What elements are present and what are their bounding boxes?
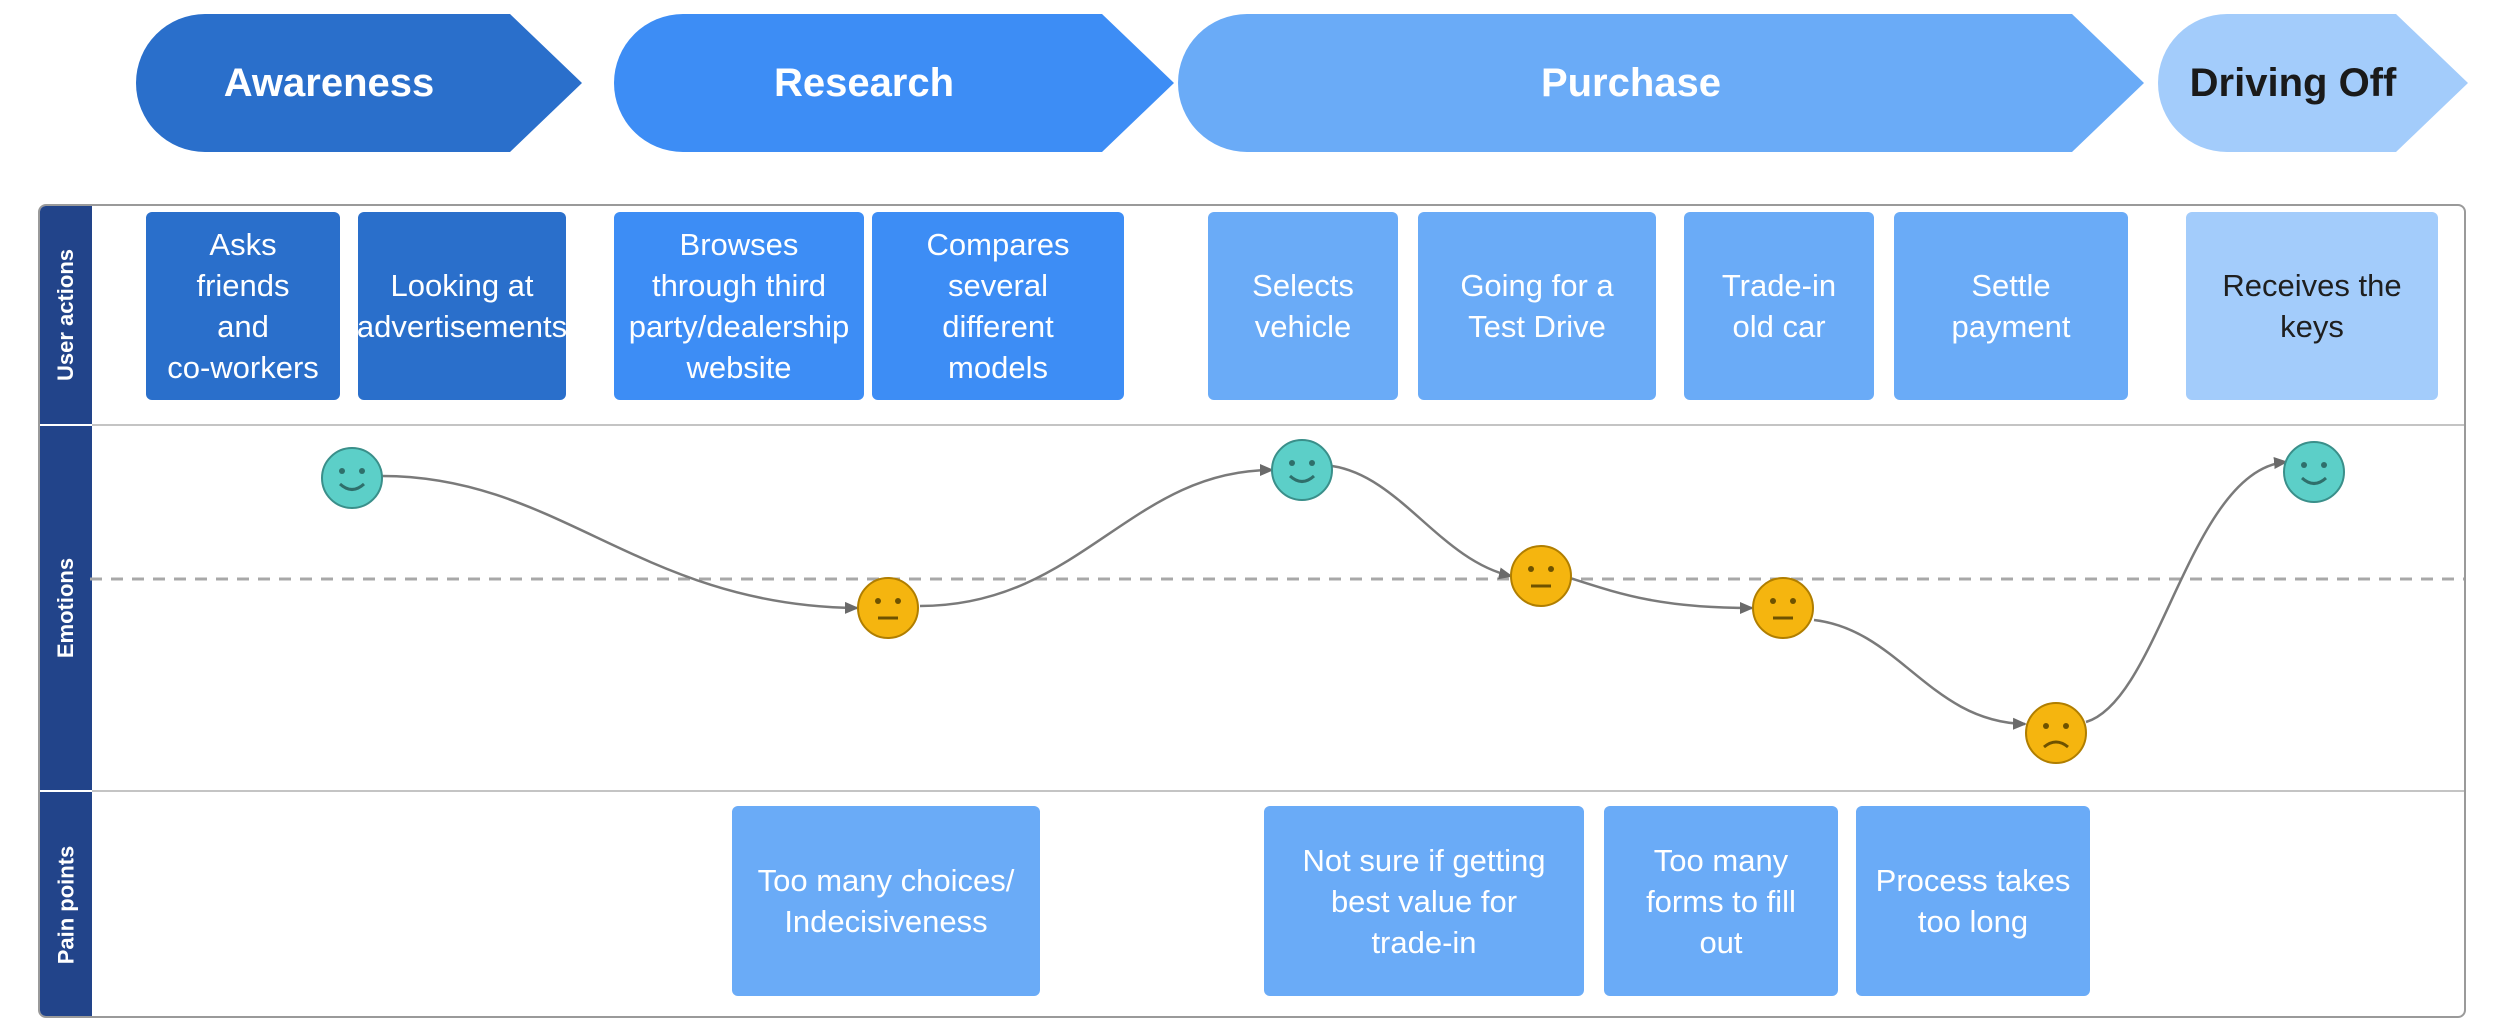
happy-face-icon [1271,439,1333,501]
pain-card-process-too-long: Process takes too long [1856,806,2090,996]
emotion-connector [1813,618,2027,730]
pain-card-too-many-choices: Too many choices/ Indecisiveness [732,806,1040,996]
phase-awareness: Awareness [136,14,582,152]
lane-label-emotions: Emotions [40,426,92,790]
lane-label-user-actions: User actions [40,206,92,424]
phase-research: Research [614,14,1174,152]
lane-divider [92,424,2464,426]
neutral-face-icon [1752,577,1814,639]
emotion-connector [381,474,859,614]
neutral-face-icon [1510,545,1572,607]
action-card-asks-friends: Asks friends and co-workers [146,212,340,400]
happy-face-icon [321,447,383,509]
lane-divider [92,790,2464,792]
phase-purchase-label: Purchase [1540,60,1722,105]
lane-label-pain-points: Pain points [40,792,92,1016]
action-card-test-drive: Going for a Test Drive [1418,212,1656,400]
pain-card-trade-in-value: Not sure if getting best value for trade… [1264,806,1584,996]
neutral-face-icon [857,577,919,639]
phase-research-label: Research [773,60,955,105]
action-card-trade-in: Trade-in old car [1684,212,1874,400]
emotion-connector [1331,464,1513,580]
action-card-selects-vehicle: Selects vehicle [1208,212,1398,400]
emotion-connector [1569,576,1754,614]
action-card-advertisements: Looking at advertisements [357,212,567,400]
action-card-receives-keys: Receives the keys [2186,212,2438,400]
phase-purchase: Purchase [1178,14,2144,152]
action-card-browses-website: Browses through third party/dealership w… [614,212,864,400]
emotion-connector [2085,457,2288,724]
happy-face-icon [2283,441,2345,503]
pain-card-too-many-forms: Too many forms to fill out [1604,806,1838,996]
phase-driving-off: Driving Off [2158,14,2468,152]
action-card-compares-models: Compares several different models [872,212,1124,400]
phase-driving-off-label: Driving Off [2189,60,2397,105]
sad-face-icon [2025,702,2087,764]
action-card-settle-payment: Settle payment [1894,212,2128,400]
phase-awareness-label: Awareness [223,60,435,105]
emotion-connector [919,464,1274,608]
